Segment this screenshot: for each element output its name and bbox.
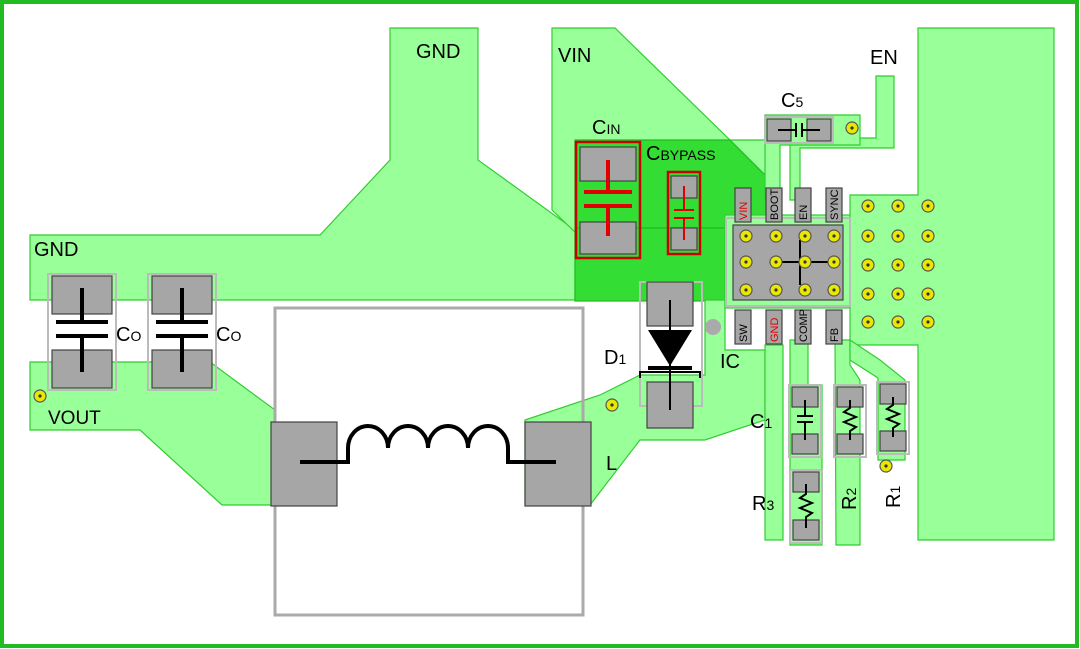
- via-hole: [38, 394, 42, 398]
- c5-capacitor[interactable]: [764, 116, 834, 144]
- net-label-vout: VOUT: [48, 408, 101, 429]
- ic-pin-fb-label: FB: [829, 328, 841, 342]
- via-hole: [896, 234, 900, 238]
- via-hole: [850, 126, 854, 130]
- via-hole: [832, 234, 836, 238]
- via-hole: [803, 260, 807, 264]
- fb-r1-trace: [849, 338, 906, 461]
- net-label-gnd-left: GND: [34, 239, 78, 261]
- via-hole: [926, 320, 930, 324]
- via-hole: [832, 288, 836, 292]
- ic-pin-sw[interactable]: [734, 309, 752, 345]
- via-hole: [774, 234, 778, 238]
- via-hole: [866, 320, 870, 324]
- ic-pin-fb[interactable]: [825, 309, 843, 345]
- label-ic: IC: [720, 351, 740, 373]
- net-label-gnd-top: GND: [416, 41, 460, 63]
- via-hole: [610, 403, 614, 407]
- comp-trace: [764, 344, 784, 541]
- via-hole: [926, 204, 930, 208]
- gnd-right-copper-block: [849, 27, 1055, 541]
- ic-pin-gnd-label: GND: [769, 318, 781, 343]
- ic-pin1-marker: [705, 319, 721, 335]
- r3-resistor[interactable]: [789, 469, 823, 544]
- via-hole: [926, 234, 930, 238]
- label-co-1: CO: [116, 324, 141, 346]
- co-capacitor-2[interactable]: [147, 273, 217, 391]
- d1-diode[interactable]: [639, 281, 703, 429]
- label-cin: CIN: [592, 117, 620, 139]
- label-l: L: [606, 453, 617, 475]
- via-hole: [803, 234, 807, 238]
- ic-pin-comp-label: COMP: [798, 309, 810, 342]
- label-r2: R2: [839, 488, 861, 510]
- ic-pin-sw-label: SW: [738, 324, 750, 342]
- via-hole: [896, 320, 900, 324]
- via-hole: [866, 234, 870, 238]
- via-hole: [744, 234, 748, 238]
- cbypass-capacitor[interactable]: [666, 170, 702, 256]
- inductor-symbol: [300, 424, 556, 464]
- ic-pin-boot-label: BOOT: [769, 189, 781, 220]
- via-hole: [774, 260, 778, 264]
- via-hole: [866, 204, 870, 208]
- label-cbypass: CBYPASS: [646, 143, 715, 165]
- ic-pin-sync[interactable]: [825, 187, 843, 223]
- gnd-copper-pour: [29, 27, 576, 301]
- r2-resistor[interactable]: [833, 384, 867, 458]
- net-label-vin: VIN: [558, 45, 591, 67]
- via-hole: [896, 292, 900, 296]
- ic-pin-comp[interactable]: [794, 309, 812, 345]
- ic-pin-en-label: EN: [798, 205, 810, 220]
- via-hole: [744, 260, 748, 264]
- via-hole: [884, 464, 888, 468]
- via-hole: [896, 263, 900, 267]
- ic-pin-vin[interactable]: [734, 187, 752, 223]
- co-capacitor-1[interactable]: [47, 273, 117, 391]
- c1-capacitor[interactable]: [788, 384, 822, 458]
- via-hole: [926, 292, 930, 296]
- label-r3: R3: [752, 493, 774, 515]
- ic-pin-sync-label: SYNC: [829, 189, 841, 220]
- via-hole: [744, 288, 748, 292]
- label-c5: C5: [781, 90, 803, 112]
- via-hole: [774, 288, 778, 292]
- via-group: [33, 121, 935, 473]
- ic-pin-en[interactable]: [794, 187, 812, 223]
- r1-resistor[interactable]: [876, 381, 910, 455]
- via-hole: [866, 292, 870, 296]
- vout-copper-pour: [29, 361, 276, 506]
- via-hole: [926, 263, 930, 267]
- label-r1: R1: [883, 486, 905, 508]
- ic-pin-vin-label: VIN: [738, 202, 750, 220]
- label-d1: D1: [604, 347, 626, 369]
- net-label-en: EN: [870, 47, 898, 69]
- via-hole: [866, 263, 870, 267]
- via-hole: [803, 288, 807, 292]
- ic-pin-gnd[interactable]: [765, 309, 783, 345]
- ic-pin-boot[interactable]: [765, 187, 783, 223]
- cin-capacitor[interactable]: [574, 140, 642, 260]
- label-c1: C1: [750, 411, 772, 433]
- label-co-2: CO: [216, 324, 241, 346]
- via-hole: [896, 204, 900, 208]
- via-hole: [832, 260, 836, 264]
